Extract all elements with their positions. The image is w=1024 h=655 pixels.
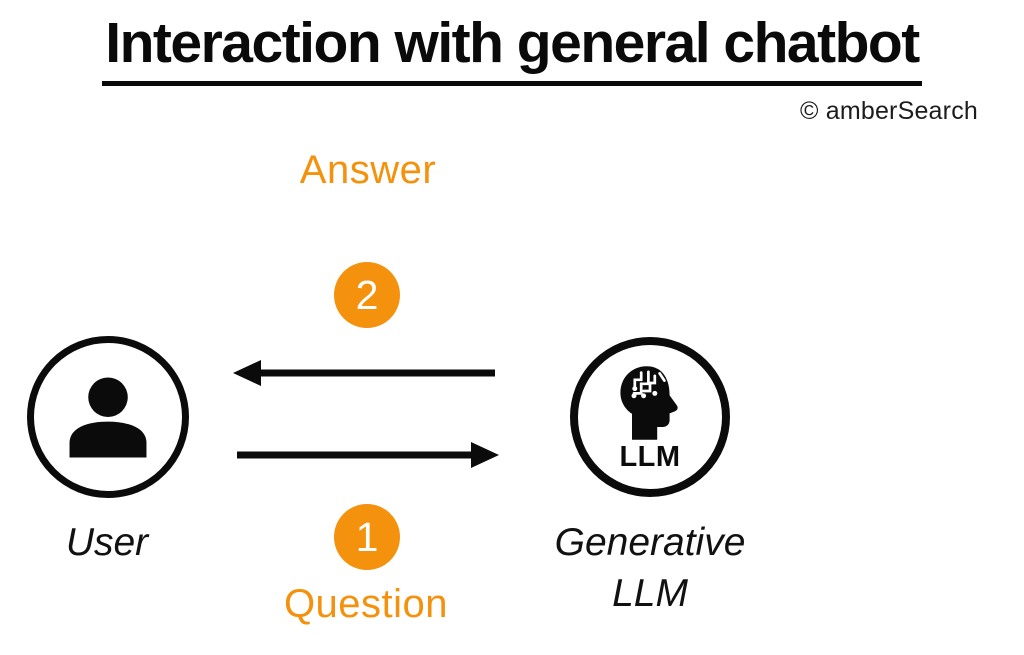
llm-label-line2: LLM <box>612 571 688 615</box>
answer-arrow-left-icon <box>233 360 495 386</box>
title-wrap: Interaction with general chatbot <box>0 10 1024 87</box>
step-badge-2: 2 <box>334 262 400 328</box>
llm-node: LLM <box>570 337 730 497</box>
llm-label-line1: Generative <box>554 521 746 564</box>
circuit-head-icon <box>620 366 678 440</box>
user-node <box>27 336 189 498</box>
flow-arrows <box>233 360 499 468</box>
step-badge-1: 1 <box>334 504 400 570</box>
question-arrow-right-icon <box>237 442 499 468</box>
question-label: Question <box>283 582 449 626</box>
user-label: User <box>65 521 149 564</box>
answer-label: Answer <box>299 148 437 192</box>
person-icon <box>69 377 147 458</box>
llm-label: Generative LLM <box>555 518 746 619</box>
page-title: Interaction with general chatbot <box>102 10 922 87</box>
copyright-credit: © amberSearch <box>799 97 978 125</box>
llm-icon-caption: LLM <box>619 441 681 473</box>
